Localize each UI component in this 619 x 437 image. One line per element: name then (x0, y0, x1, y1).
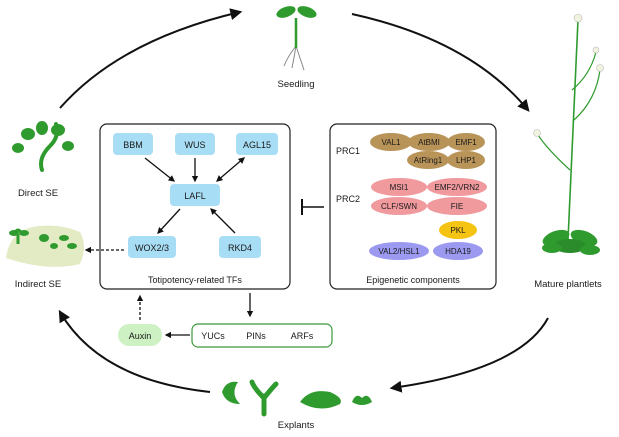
pkl-badge: PKL (439, 221, 477, 239)
lafl-label: LAFL (184, 191, 206, 201)
epigenetic-panel-caption: Epigenetic components (366, 275, 460, 285)
atbmi-label: AtBMI (418, 138, 440, 147)
explants-illustration (222, 379, 372, 417)
auxin-badge: Auxin (118, 324, 162, 346)
cycle-arrow-direct-to-seedling (59, 8, 243, 109)
hda19-label: HDA19 (445, 247, 471, 256)
rkd4-label: RKD4 (228, 243, 252, 253)
arrow-bbm-to-lafl (144, 157, 176, 182)
prc1-label: PRC1 (336, 146, 360, 156)
cycle-arrow-explants-to-indirect (58, 309, 211, 393)
bbm-box: BBM (113, 133, 153, 155)
prc2-group: MSI1 EMF2/VRN2 CLF/SWN FIE (371, 178, 487, 215)
clf-swn-label: CLF/SWN (381, 202, 417, 211)
agl15-label: AGL15 (243, 140, 271, 150)
arrow-rkd4-to-lafl (210, 208, 236, 234)
val2-hsl1-label: VAL2/HSL1 (378, 247, 420, 256)
explants-label: Explants (278, 420, 315, 431)
emf2-vrn2-label: EMF2/VRN2 (435, 183, 480, 192)
atring1-label: AtRing1 (414, 156, 443, 165)
arrow-lafl-to-wox (157, 208, 181, 234)
arrow-agl15-lafl (216, 157, 245, 182)
wox-label: WOX2/3 (135, 243, 169, 253)
agl15-box: AGL15 (236, 133, 278, 155)
wox-box: WOX2/3 (128, 236, 176, 258)
wus-box: WUS (175, 133, 215, 155)
prc1-group: VAL1 AtBMI EMF1 AtRing1 LHP1 (370, 133, 485, 169)
indirect-se-illustration (6, 225, 84, 267)
rkd4-box: RKD4 (219, 236, 261, 258)
indirect-se-label: Indirect SE (15, 279, 61, 290)
prc2-label: PRC2 (336, 194, 360, 204)
auxin-label: Auxin (129, 331, 152, 341)
val1-label: VAL1 (382, 138, 402, 147)
lafl-box: LAFL (170, 184, 220, 206)
msi1-label: MSI1 (390, 183, 409, 192)
seedling-illustration (276, 6, 317, 71)
purple-group: VAL2/HSL1 HDA19 (369, 242, 483, 260)
lhp1-label: LHP1 (456, 156, 477, 165)
mature-plantlets-label: Mature plantlets (534, 279, 602, 290)
cycle-arrow-mature-to-explants (389, 317, 549, 393)
direct-se-label: Direct SE (18, 188, 58, 199)
fie-label: FIE (451, 202, 463, 211)
yucs-label: YUCs (201, 331, 225, 341)
tf-panel-caption: Totipotency-related TFs (148, 275, 242, 285)
seedling-label: Seedling (278, 79, 315, 90)
emf1-label: EMF1 (455, 138, 477, 147)
arfs-label: ARFs (291, 331, 314, 341)
cycle-arrow-seedling-to-mature (351, 13, 530, 112)
pkl-label: PKL (450, 226, 466, 235)
wus-label: WUS (185, 140, 206, 150)
bbm-label: BBM (123, 140, 143, 150)
pins-label: PINs (246, 331, 266, 341)
direct-se-illustration (12, 121, 74, 172)
hormone-genes-box: YUCs PINs ARFs (191, 323, 333, 348)
mature-plant-illustration (533, 13, 604, 255)
